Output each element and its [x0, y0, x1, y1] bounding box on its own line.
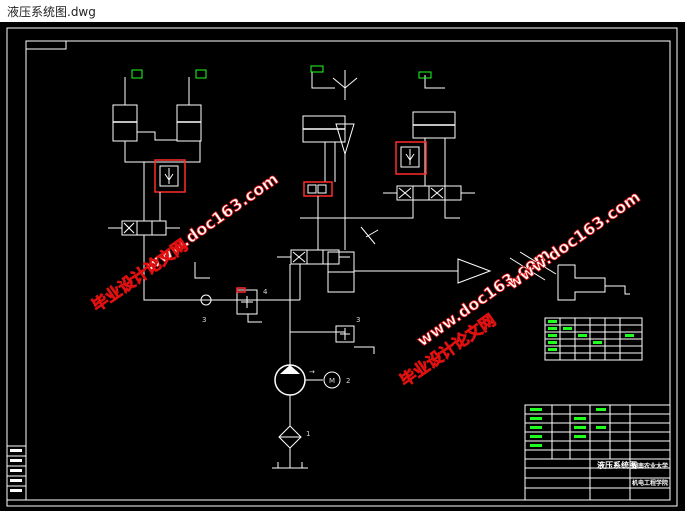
pump-symbol: →: [274, 364, 323, 426]
check-valve: 4: [236, 287, 268, 323]
watermark-tagline-1: 毕业设计论文网: [88, 235, 191, 315]
corner-tag: [25, 40, 67, 50]
svg-text:→: →: [309, 368, 315, 376]
outer-frame: [6, 27, 678, 507]
parameter-table: [544, 317, 643, 361]
highlight-box-right: [395, 141, 427, 175]
left-supply-line: [143, 235, 300, 301]
drawing-title: 液压系统图: [597, 460, 637, 470]
svg-text:M: M: [329, 377, 335, 385]
svg-text:3: 3: [202, 316, 206, 324]
relief-valve-lower: 3: [335, 316, 375, 354]
filter-label: 1: [306, 430, 310, 438]
department-name: 机电工程学院: [632, 479, 668, 487]
hydraulic-schematic: 4 3 3 → M 2 1: [6, 27, 678, 507]
motor-symbol: M 2: [323, 371, 350, 389]
small-filter-left: [200, 294, 212, 306]
left-legend-table: [6, 445, 27, 501]
window-titlebar: 液压系统图.dwg: [0, 0, 685, 23]
cylinder-center: [302, 65, 358, 182]
watermark-site-3: www.doc163.com: [503, 187, 643, 293]
relief-valve-left: [159, 165, 179, 187]
cylinder-left-pair: [112, 69, 207, 163]
highlight-box-left: [154, 159, 186, 193]
relief-valve-label: 3: [356, 316, 360, 324]
motor-label: 2: [346, 377, 350, 385]
watermark-group-right: www.doc163.com: [503, 187, 644, 294]
directional-valve-center: [277, 154, 492, 293]
title-block: 液压系统图 湖南农业大学 机电工程学院: [524, 404, 671, 501]
inner-frame: [25, 40, 671, 501]
directional-valve-right: [300, 185, 475, 219]
step-profile: [557, 264, 630, 301]
filter-diamond: 1: [272, 425, 310, 469]
watermark-group-left-cn: 毕业设计论文网: [88, 235, 191, 316]
school-name: 湖南农业大学: [632, 462, 668, 470]
window-title: 液压系统图.dwg: [7, 5, 96, 19]
tank-return-left: [194, 262, 210, 279]
check-valve-label: 4: [263, 288, 268, 296]
drawing-canvas[interactable]: 4 3 3 → M 2 1: [0, 22, 685, 511]
cylinder-right: [412, 71, 456, 186]
